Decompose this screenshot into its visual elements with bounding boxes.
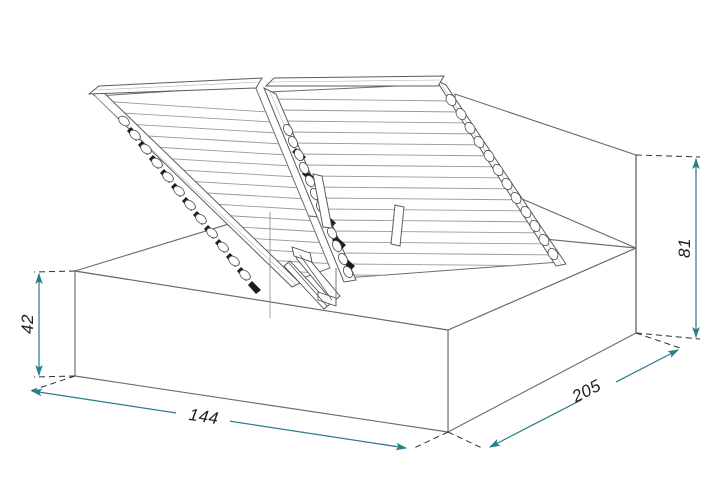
- support-leg-right: [390, 204, 405, 247]
- dimension-height-total: 81: [635, 154, 701, 340]
- dim-label-205-bg: [562, 378, 616, 400]
- support-leg-left: [312, 173, 333, 229]
- dim-label-42: 42: [18, 314, 37, 334]
- ext-line-81-top: [635, 154, 701, 158]
- dim-label-144-bg: [176, 404, 230, 426]
- ext-line-42-bottom: [33, 375, 76, 378]
- dim-label-144: 144: [188, 405, 220, 428]
- support-legs: [312, 173, 405, 247]
- dimension-width: 144: [29, 375, 449, 451]
- gas-lift-mechanism: [283, 246, 341, 310]
- ext-line-81-bottom: [635, 332, 701, 340]
- dimension-height-front: 42: [18, 270, 76, 378]
- ext-line-144-end: [413, 431, 449, 449]
- dimension-length: 205: [447, 332, 681, 449]
- strut-bracket-bottom: [317, 291, 337, 307]
- strut-bracket-top: [291, 246, 313, 263]
- slat-head-rail-left: [87, 77, 263, 95]
- ext-line-42-top: [33, 270, 76, 273]
- drawing-geometry: 42 81 144 2: [18, 75, 701, 451]
- ext-line-205-start: [447, 431, 483, 449]
- slat-holders-right: [445, 94, 559, 260]
- slat-head-rail-right: [264, 75, 445, 87]
- ext-line-144-start: [29, 375, 76, 392]
- dim-label-81: 81: [675, 238, 694, 258]
- ext-line-205-end: [635, 332, 681, 349]
- slat-holder-outlines-left: [118, 115, 251, 281]
